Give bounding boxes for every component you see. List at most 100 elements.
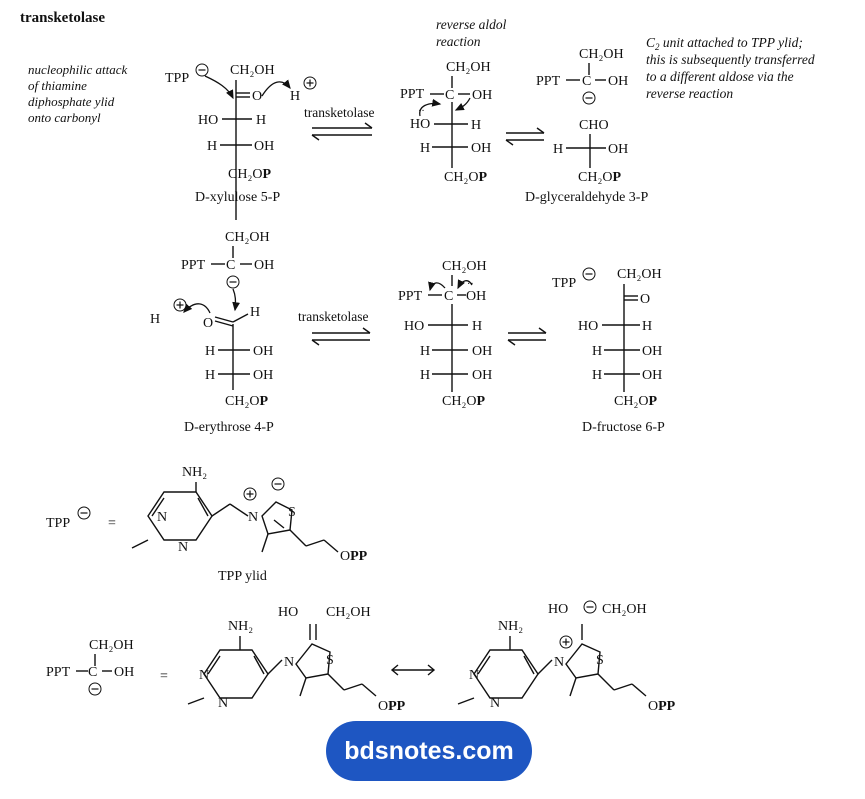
svg-text:O: O	[640, 292, 650, 307]
svg-text:PPT: PPT	[536, 74, 561, 89]
svg-text:C: C	[445, 88, 454, 103]
svg-text:TPP: TPP	[46, 516, 70, 531]
equilibrium-arrow-1	[311, 122, 373, 141]
svg-text:H: H	[472, 319, 482, 334]
svg-text:=: =	[108, 516, 116, 531]
svg-text:H: H	[205, 344, 215, 359]
structure-xylulose: TPP CH₂OH O H HO H H OH CH₂OP	[165, 63, 317, 220]
svg-text:CH₂OP: CH₂OP	[578, 170, 621, 185]
svg-text:N: N	[178, 540, 188, 555]
svg-text:H: H	[256, 113, 266, 128]
svg-text:PPT: PPT	[400, 87, 425, 102]
svg-text:PPT: PPT	[46, 665, 71, 680]
svg-text:H: H	[420, 344, 430, 359]
enzyme-label-2: transketolase	[298, 309, 368, 324]
svg-text:PPT: PPT	[181, 258, 206, 273]
svg-text:S: S	[288, 505, 296, 520]
svg-text:CH₂OH: CH₂OH	[602, 602, 647, 617]
svg-text:CH₂OH: CH₂OH	[579, 47, 624, 62]
svg-text:C: C	[226, 258, 235, 273]
resonance-form-1: N N NH₂ N S HO CH₂OH OPP	[187, 605, 406, 714]
svg-text:to a different aldose via the: to a different aldose via the	[646, 69, 794, 84]
label-erythrose: D-erythrose 4-P	[184, 420, 274, 435]
svg-text:diphosphate ylid: diphosphate ylid	[28, 94, 115, 109]
svg-text:O: O	[203, 316, 213, 331]
svg-text:H: H	[207, 139, 217, 154]
watermark-badge: bdsnotes.com	[326, 721, 532, 781]
svg-text:this is subsequently transferr: this is subsequently transferred	[646, 52, 815, 67]
svg-text:NH₂: NH₂	[498, 619, 523, 634]
svg-text:HO: HO	[404, 319, 424, 334]
structure-erythrose: CH₂OH PPT C OH H O H H OH H OH CH₂OP	[150, 230, 274, 409]
svg-text:OH: OH	[608, 74, 628, 89]
svg-text:TPP: TPP	[552, 276, 576, 291]
svg-text:=: =	[160, 669, 168, 684]
svg-text:H: H	[205, 368, 215, 383]
svg-text:H: H	[642, 319, 652, 334]
svg-text:NH₂: NH₂	[182, 465, 207, 480]
svg-text:OH: OH	[472, 368, 492, 383]
svg-text:N: N	[157, 510, 167, 525]
svg-text:NH₂: NH₂	[228, 619, 253, 634]
svg-text:H: H	[290, 89, 300, 104]
svg-text:CHO: CHO	[579, 118, 609, 133]
svg-text:O: O	[252, 89, 262, 104]
svg-text:N: N	[490, 696, 500, 711]
svg-text:N: N	[218, 696, 228, 711]
equilibrium-arrow-4	[507, 327, 547, 346]
svg-text:C: C	[582, 74, 591, 89]
svg-text:TPP: TPP	[165, 71, 189, 86]
svg-text:OH: OH	[472, 88, 492, 103]
svg-text:CH₂OH: CH₂OH	[326, 605, 371, 620]
svg-text:H: H	[592, 368, 602, 383]
svg-text:of thiamine: of thiamine	[28, 78, 87, 93]
svg-text:nucleophilic attack: nucleophilic attack	[28, 62, 128, 77]
svg-text:H: H	[250, 305, 260, 320]
label-xylulose: D-xylulose 5-P	[195, 190, 280, 205]
svg-text:CH₂OH: CH₂OH	[617, 267, 662, 282]
svg-text:N: N	[469, 668, 479, 683]
enzyme-label-1: transketolase	[304, 105, 374, 120]
svg-text:OH: OH	[472, 344, 492, 359]
svg-text:S: S	[326, 653, 334, 668]
svg-text:HO: HO	[548, 602, 568, 617]
structure-fructose: TPP CH₂OH O HO H H OH H OH CH₂OP	[552, 267, 662, 409]
equilibrium-arrow-3	[311, 327, 371, 346]
svg-text:CH₂OH: CH₂OH	[230, 63, 275, 78]
svg-text:HO: HO	[278, 605, 298, 620]
svg-text:OPP: OPP	[340, 549, 368, 564]
svg-text:C2 unit attached to TPP ylid;: C2 unit attached to TPP ylid;	[646, 35, 803, 52]
equilibrium-arrow-2	[505, 127, 545, 146]
ppt-c2-definition: CH₂OH PPT C OH =	[46, 638, 168, 696]
svg-text:OPP: OPP	[378, 699, 406, 714]
svg-text:CH₂OP: CH₂OP	[442, 394, 485, 409]
svg-text:CH₂OH: CH₂OH	[446, 60, 491, 75]
svg-text:OH: OH	[253, 368, 273, 383]
svg-text:OH: OH	[254, 139, 274, 154]
structure-intermediate-1: CH₂OH PPT C OH HO ·· H H OH CH₂OP	[400, 60, 492, 185]
svg-text:C: C	[444, 289, 453, 304]
svg-text:H: H	[420, 368, 430, 383]
label-glyceraldehyde: D-glyceraldehyde 3-P	[525, 190, 648, 205]
svg-text:OH: OH	[642, 344, 662, 359]
svg-text:OH: OH	[471, 141, 491, 156]
svg-text:H: H	[420, 141, 430, 156]
svg-text:N: N	[248, 510, 258, 525]
svg-text:HO: HO	[410, 117, 430, 132]
resonance-form-2: N N NH₂ N S HO CH₂OH OPP	[457, 600, 676, 714]
svg-text:OH: OH	[253, 344, 273, 359]
svg-text:H: H	[150, 312, 160, 327]
svg-text:C: C	[88, 665, 97, 680]
svg-text:onto carbonyl: onto carbonyl	[28, 110, 101, 125]
svg-text:OH: OH	[114, 665, 134, 680]
structure-intermediate-2: CH₂OH PPT C OH ·· HO H H OH H OH CH₂OP	[398, 259, 492, 409]
svg-text:N: N	[554, 655, 564, 670]
svg-text:OH: OH	[608, 142, 628, 157]
svg-text:OPP: OPP	[648, 699, 676, 714]
svg-text:H: H	[553, 142, 563, 157]
structure-tpp-c2: CH₂OH PPT C OH	[536, 47, 628, 105]
svg-text:CH₂OP: CH₂OP	[614, 394, 657, 409]
svg-text:N: N	[199, 668, 209, 683]
annotation-reverse-aldol: reverse aldol reaction	[436, 17, 507, 49]
